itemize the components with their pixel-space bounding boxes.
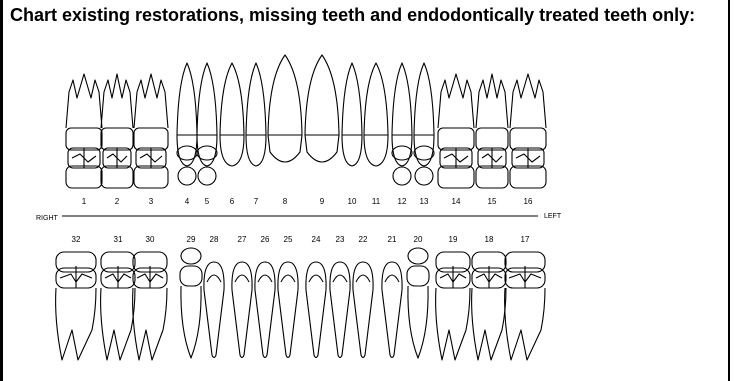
upper-tooth-7: [246, 63, 266, 166]
left-label: LEFT: [544, 213, 562, 220]
upper-tooth-6: [220, 63, 244, 166]
lower-tooth-number: 17: [521, 235, 530, 244]
lower-tooth-number: 31: [114, 235, 123, 244]
upper-tooth-number: 7: [254, 197, 259, 206]
lower-tooth-number: 27: [238, 235, 247, 244]
lower-tooth-29: [180, 248, 202, 358]
upper-tooth-number: 10: [348, 197, 357, 206]
upper-tooth-2: [101, 74, 133, 188]
lower-tooth-27: [232, 262, 252, 358]
lower-tooth-21: [382, 262, 402, 358]
upper-tooth-number: 2: [115, 197, 120, 206]
upper-tooth-1: [66, 74, 102, 188]
upper-tooth-number: 5: [205, 197, 210, 206]
lower-tooth-23: [330, 262, 350, 358]
lower-tooth-number: 19: [449, 235, 458, 244]
lower-tooth-25: [278, 262, 298, 358]
lower-tooth-30: [133, 252, 167, 360]
lower-tooth-number: 18: [485, 235, 494, 244]
upper-tooth-13: [414, 63, 434, 185]
upper-tooth-9: [305, 55, 339, 162]
upper-tooth-10: [342, 63, 362, 166]
lower-arch: [56, 248, 545, 360]
lower-tooth-31: [101, 252, 135, 360]
upper-tooth-number: 3: [149, 197, 154, 206]
lower-tooth-28: [204, 262, 224, 358]
lower-tooth-numbers: 32 31 30 29 28 27 26 25 24 23 22 21 20 19 18 17: [72, 235, 530, 244]
lower-tooth-number: 32: [72, 235, 81, 244]
upper-tooth-number: 13: [420, 197, 429, 206]
lower-tooth-number: 29: [187, 235, 196, 244]
lower-tooth-number: 30: [146, 235, 155, 244]
lower-tooth-number: 23: [336, 235, 345, 244]
lower-tooth-17: [505, 252, 545, 360]
right-label: RIGHT: [36, 215, 59, 222]
lower-tooth-24: [306, 262, 326, 358]
lower-tooth-26: [255, 262, 275, 358]
upper-tooth-12: [392, 63, 412, 185]
lower-tooth-19: [436, 252, 470, 360]
lower-tooth-number: 26: [261, 235, 270, 244]
lower-tooth-20: [407, 248, 429, 358]
upper-tooth-number: 14: [452, 197, 461, 206]
upper-tooth-number: 16: [524, 197, 533, 206]
lower-tooth-number: 21: [388, 235, 397, 244]
upper-arch: [66, 55, 546, 188]
upper-tooth-number: 4: [185, 197, 190, 206]
upper-tooth-5: [197, 63, 217, 185]
upper-tooth-number: 11: [372, 197, 381, 206]
upper-tooth-16: [510, 74, 546, 188]
lower-tooth-number: 28: [210, 235, 219, 244]
upper-tooth-number: 6: [230, 197, 235, 206]
lower-tooth-22: [353, 262, 373, 358]
upper-tooth-number: 1: [82, 197, 87, 206]
lower-tooth-number: 22: [359, 235, 368, 244]
lower-tooth-number: 24: [312, 235, 321, 244]
upper-tooth-3: [134, 74, 168, 188]
upper-tooth-4: [177, 63, 197, 185]
upper-tooth-number: 8: [283, 197, 288, 206]
lower-tooth-18: [472, 252, 506, 360]
upper-tooth-15: [476, 74, 508, 188]
upper-tooth-14: [438, 74, 474, 188]
upper-tooth-number: 12: [398, 197, 407, 206]
upper-tooth-number: 9: [320, 197, 325, 206]
upper-tooth-number: 15: [488, 197, 497, 206]
upper-tooth-8: [268, 55, 302, 162]
lower-tooth-number: 20: [414, 235, 423, 244]
lower-tooth-number: 25: [284, 235, 293, 244]
lower-tooth-32: [56, 252, 96, 360]
upper-tooth-11: [364, 63, 388, 166]
